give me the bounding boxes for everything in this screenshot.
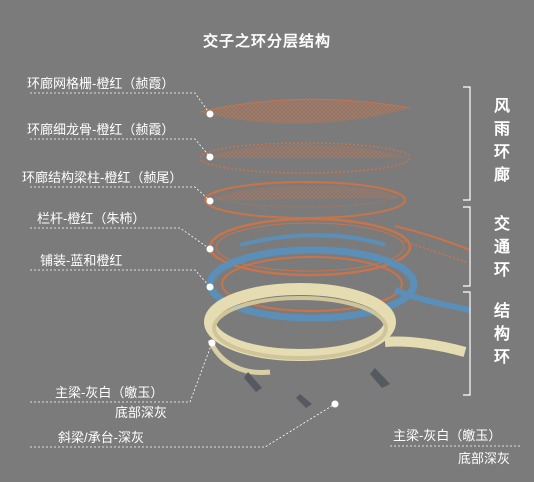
label-main-beam-right: 主梁-灰白（皦玉） <box>393 428 502 443</box>
corridor-grid-layer <box>199 98 411 124</box>
corridor-keel-layer <box>199 142 411 174</box>
label-corridor-grid: 环廊网格栅-橙红（赪霞） <box>27 76 175 91</box>
main-beam-layer <box>204 283 467 376</box>
label-main-beam: 主梁-灰白（皦玉） <box>55 385 164 400</box>
group-label-traffic: 交通环 <box>493 216 510 279</box>
corridor-structure-layer <box>204 181 406 219</box>
label-paving: 铺装-蓝和橙红 <box>40 253 123 268</box>
railing-layer <box>208 217 471 277</box>
label-corridor-structure: 环廊结构梁柱-橙红（赪尾） <box>22 170 183 185</box>
group-label-wind-rain: 风雨环廊 <box>493 98 510 184</box>
diagram-title: 交子之环分层结构 <box>202 33 331 50</box>
label-inclined-beam: 斜梁/承台-深灰 <box>58 430 144 445</box>
group-brackets <box>463 86 471 396</box>
leader-lines <box>30 92 520 448</box>
group-label-structure: 结构环 <box>493 303 510 366</box>
label-main-beam-bottom: 底部深灰 <box>115 405 168 420</box>
label-railing: 栏杆-橙红（朱柿） <box>37 211 146 226</box>
label-corridor-keel: 环廊细龙骨-橙红（赪霞） <box>27 122 175 137</box>
label-main-beam-right-bottom: 底部深灰 <box>458 451 511 466</box>
leader-dots <box>206 110 339 408</box>
inclined-beam-layer <box>244 368 390 408</box>
